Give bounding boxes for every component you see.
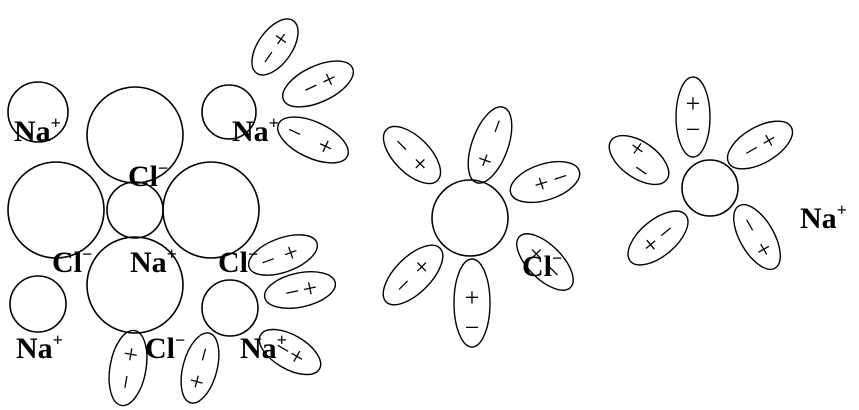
water-dipole: + − xyxy=(467,106,513,184)
svg-text:+: + xyxy=(300,273,320,304)
na-ion-bottom-right xyxy=(201,279,259,337)
svg-text:−: − xyxy=(256,245,280,277)
nacl-crystal-lattice: Na+ Cl− Na+ Cl− Na+ Cl− Na+ Cl− Na+ xyxy=(7,81,287,365)
svg-text:−: − xyxy=(386,130,417,161)
water-dipole: − + xyxy=(382,244,444,306)
cl-ion-free xyxy=(431,179,509,257)
svg-text:−: − xyxy=(388,270,419,301)
water-dipole: + − xyxy=(675,76,711,158)
water-dipole: − + xyxy=(263,271,337,309)
water-dipole: − + xyxy=(726,120,794,170)
svg-text:−: − xyxy=(481,115,513,139)
water-dipole: + − xyxy=(251,18,299,76)
water-dipole: − + xyxy=(258,328,322,376)
water-dipole: − + xyxy=(108,329,148,407)
water-dipole: − + xyxy=(277,116,349,164)
na-ion-top-right xyxy=(201,84,257,140)
svg-text:+: + xyxy=(406,251,437,282)
svg-text:+: + xyxy=(115,345,146,364)
na-label-top-left: Na+ xyxy=(14,113,61,148)
svg-text:−: − xyxy=(282,276,302,307)
svg-text:−: − xyxy=(111,372,142,391)
cl-label-top: Cl− xyxy=(128,158,168,193)
na-label-center: Na+ xyxy=(130,244,177,279)
water-dipole: − + xyxy=(180,332,220,404)
svg-text:+: + xyxy=(279,237,303,269)
cl-ion-bottom xyxy=(86,236,184,334)
svg-text:+: + xyxy=(181,371,213,393)
cl-label-left: Cl− xyxy=(52,244,92,279)
svg-text:−: − xyxy=(188,344,220,366)
na-ion-top-left xyxy=(7,81,69,143)
cl-ion-right xyxy=(162,161,260,259)
cl-label-right: Cl− xyxy=(218,244,258,279)
water-dipole: + − xyxy=(453,258,491,348)
svg-text:−: − xyxy=(733,212,765,239)
water-dipole: + − xyxy=(627,210,689,266)
cl-ion-left xyxy=(7,161,105,259)
water-dipole: + − xyxy=(608,132,670,187)
svg-text:−: − xyxy=(282,116,308,148)
svg-text:+: + xyxy=(686,89,701,118)
na-label-free: Na+ xyxy=(800,200,847,235)
na-label-top-right: Na+ xyxy=(232,113,279,148)
svg-text:+: + xyxy=(530,168,553,200)
svg-text:+: + xyxy=(465,283,480,312)
cl-ion-top xyxy=(86,86,184,184)
svg-text:−: − xyxy=(465,313,480,342)
svg-text:−: − xyxy=(686,115,701,144)
water-dipole: − + xyxy=(282,60,354,108)
water-dipole: − + xyxy=(733,203,781,271)
na-ion-free xyxy=(681,159,739,217)
svg-text:+: + xyxy=(313,130,339,162)
na-label-bottom-left: Na+ xyxy=(16,330,63,365)
svg-text:−: − xyxy=(549,161,572,193)
na-ion-bottom-left xyxy=(9,275,67,333)
svg-text:+: + xyxy=(469,148,501,172)
hydrated-na-ion: Na+ + − + − − + − + + − xyxy=(608,76,847,271)
water-dipole: − + xyxy=(382,125,442,185)
svg-text:+: + xyxy=(405,148,436,179)
water-dipoles-lattice: + − − + − + − + − + − + xyxy=(108,18,354,407)
hydrated-cl-ion: Cl− − + + − + − + − + − − xyxy=(382,106,581,348)
water-dipole: + − xyxy=(509,160,581,204)
cl-label-bottom: Cl− xyxy=(145,330,185,365)
